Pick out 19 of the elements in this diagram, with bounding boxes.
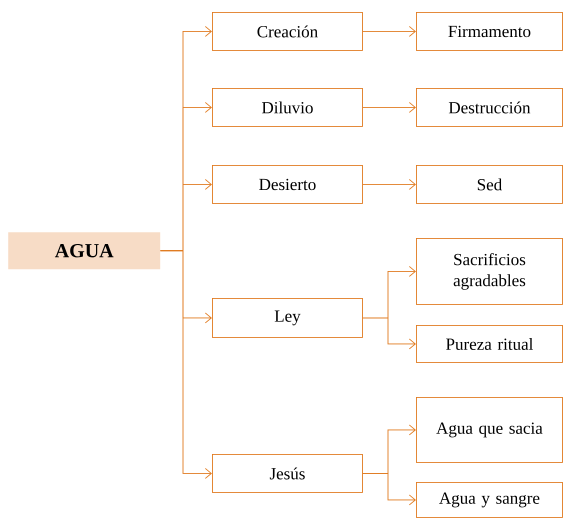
topic-box: Desierto <box>212 165 363 204</box>
connector-arrow <box>362 26 416 37</box>
subtopic-box: Pureza ritual <box>416 325 563 363</box>
subtopic-box: Agua y sangre <box>416 482 563 518</box>
subtopic-box: Firmamento <box>416 12 563 51</box>
topic-box: Jesús <box>212 454 363 493</box>
connector-arrow <box>362 179 416 190</box>
subtopic-box: Agua que sacia <box>416 397 563 463</box>
subtopic-box: Sed <box>416 165 563 204</box>
subtopic-box: Sacrificios agradables <box>416 238 563 305</box>
subtopic-box: Destrucción <box>416 88 563 127</box>
title-box: AGUA <box>8 232 160 270</box>
connector-arrow <box>362 473 416 506</box>
topic-box: Diluvio <box>212 88 363 127</box>
connector-arrow <box>160 250 212 479</box>
connector-arrow <box>362 318 416 350</box>
topic-box: Ley <box>212 298 363 338</box>
topic-box: Creación <box>212 12 363 51</box>
connector-arrow <box>362 102 416 113</box>
